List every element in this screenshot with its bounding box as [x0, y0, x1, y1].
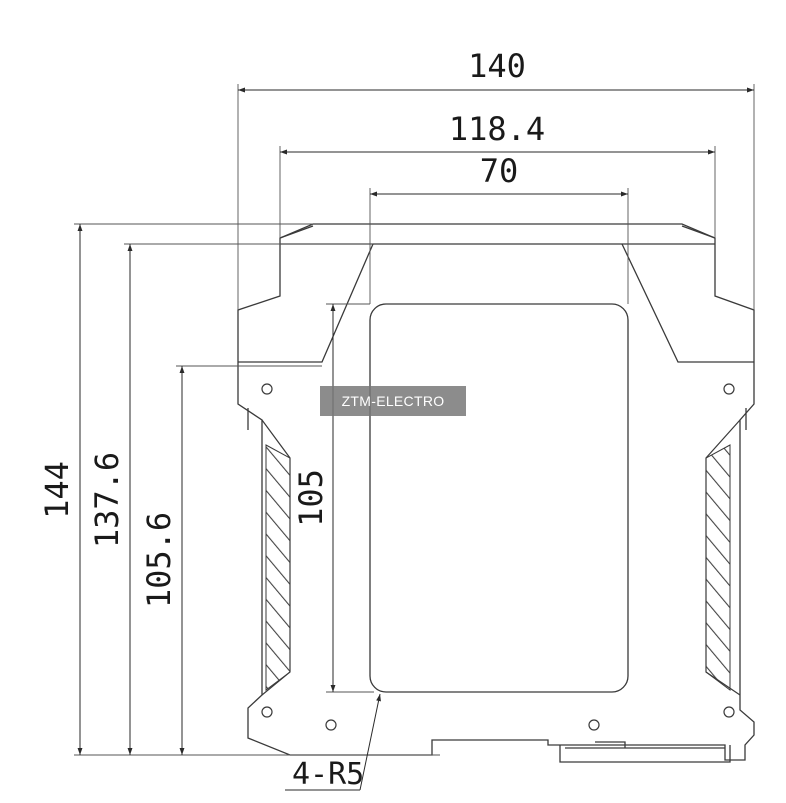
mounting-hole	[261, 383, 273, 395]
mounting-hole	[723, 383, 735, 395]
extension-lines	[74, 84, 755, 756]
mounting-holes	[261, 383, 735, 731]
side-grip-left	[265, 444, 291, 691]
dim-label-140: 140	[468, 47, 526, 85]
mounting-hole	[723, 706, 735, 718]
dimension-labels: 140 118.4 70 144 137.6 105.6 105 4-R5	[38, 47, 545, 792]
mounting-hole	[588, 719, 600, 731]
dim-label-70: 70	[480, 152, 519, 190]
leader-line-r5	[359, 693, 381, 791]
front-window	[369, 303, 629, 693]
mounting-hole	[261, 706, 273, 718]
dimension-lines	[77, 87, 754, 791]
side-grip-right	[705, 444, 731, 691]
dim-label-corner-radius: 4-R5	[292, 757, 364, 792]
dim-label-144: 144	[38, 461, 76, 519]
mounting-hole	[325, 719, 337, 731]
dim-label-105-6: 105.6	[140, 512, 178, 608]
watermark-logo: ZTM-ELECTRO	[320, 386, 466, 416]
dim-label-137-6: 137.6	[88, 452, 126, 548]
dim-label-118-4: 118.4	[449, 110, 545, 148]
dim-label-105: 105	[292, 469, 330, 527]
grip-edges	[261, 419, 741, 696]
